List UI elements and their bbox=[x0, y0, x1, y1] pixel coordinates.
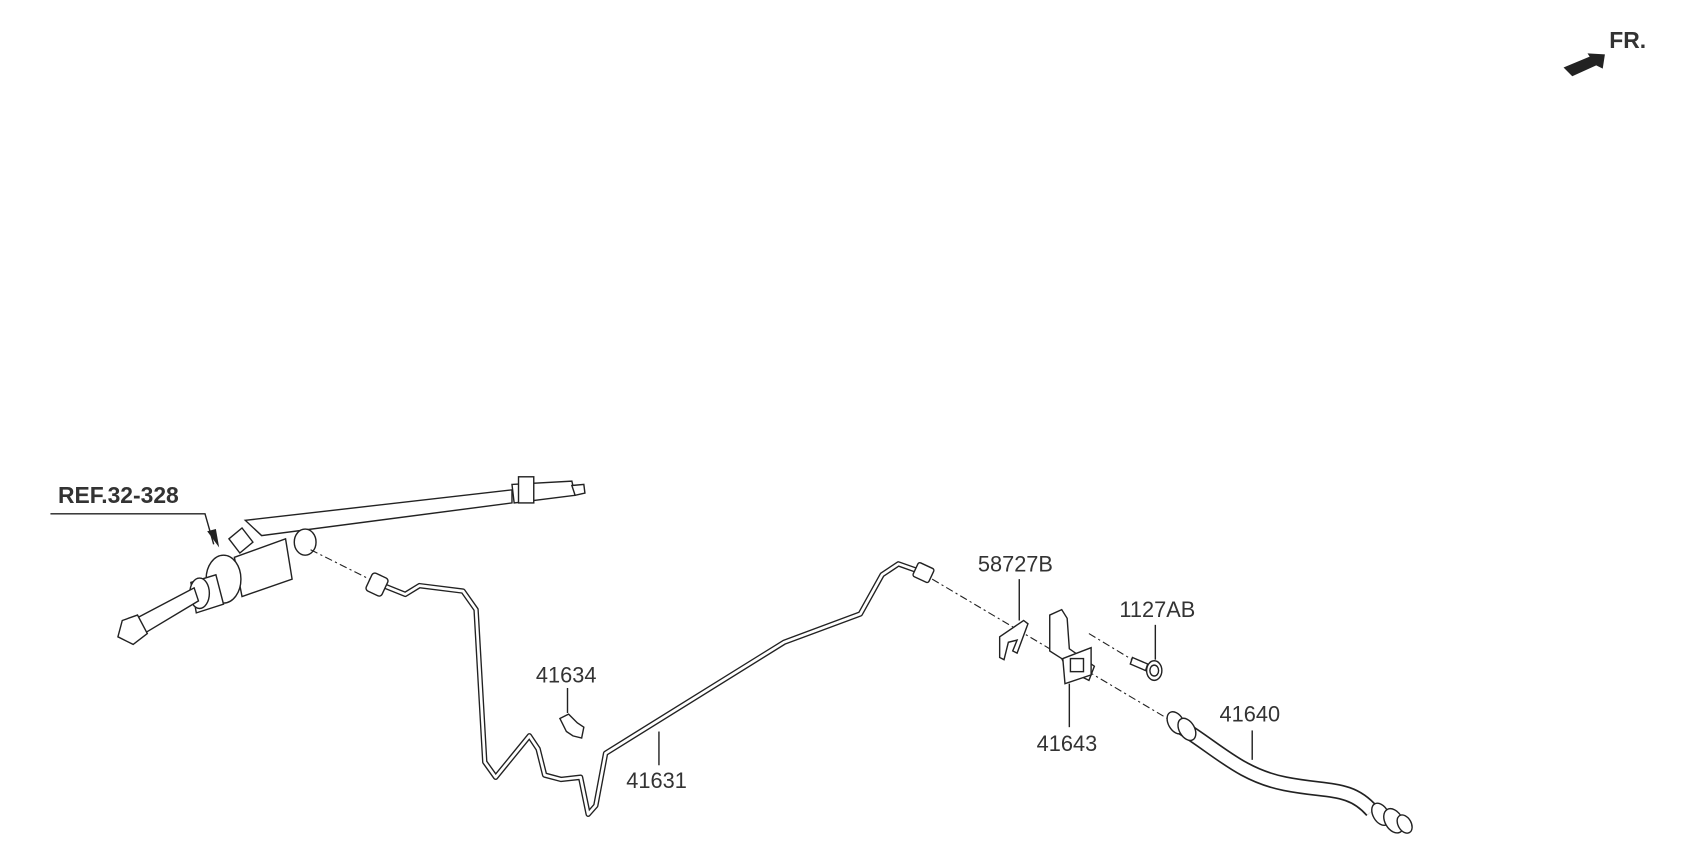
part-number-41643[interactable]: 41643 bbox=[1037, 731, 1098, 756]
part-number-41631[interactable]: 41631 bbox=[626, 768, 687, 793]
part-number-41634[interactable]: 41634 bbox=[536, 663, 597, 688]
reference-arrow-icon bbox=[207, 529, 220, 548]
part-number-58727B[interactable]: 58727B bbox=[978, 552, 1053, 577]
front-direction-arrow-icon bbox=[1563, 53, 1605, 77]
part-number-1127AB[interactable]: 1127AB bbox=[1119, 597, 1195, 622]
clutch-hose-41640[interactable] bbox=[1163, 709, 1415, 837]
part-number-41640[interactable]: 41640 bbox=[1220, 702, 1281, 727]
clutch-master-cylinder[interactable] bbox=[117, 476, 586, 646]
bolt-1127AB[interactable] bbox=[1129, 656, 1163, 682]
pipe-clip-41634[interactable] bbox=[558, 713, 585, 739]
clutch-pipe-41631[interactable] bbox=[365, 561, 935, 817]
reference-label[interactable]: REF.32-328 bbox=[58, 482, 179, 508]
front-label: FR. bbox=[1609, 27, 1646, 53]
reference-leader bbox=[50, 513, 215, 545]
bracket-41643[interactable] bbox=[1049, 608, 1096, 685]
lock-clip-58727B[interactable] bbox=[998, 619, 1029, 661]
